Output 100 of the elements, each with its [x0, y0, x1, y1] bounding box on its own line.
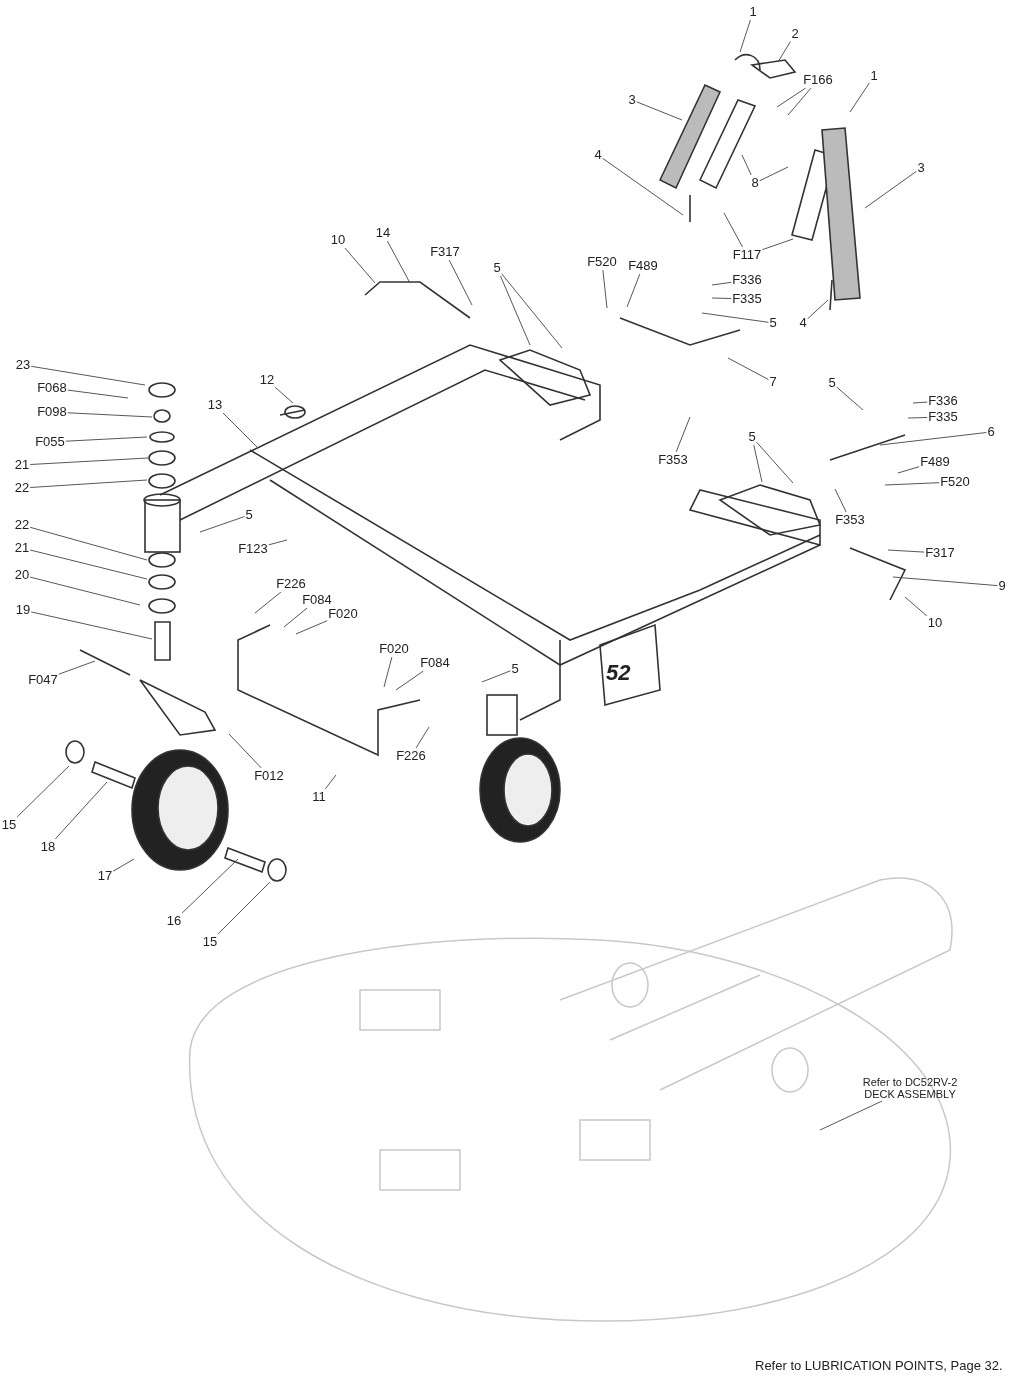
- leader-line: [16, 765, 70, 818]
- callout-number: F335: [732, 291, 762, 307]
- callout-number: 6: [987, 424, 995, 440]
- callout-number: 15: [202, 934, 218, 950]
- callout-number: 16: [166, 913, 182, 929]
- leader-line: [756, 441, 794, 484]
- leader-line: [819, 1100, 883, 1131]
- callout-number: F317: [430, 244, 460, 260]
- leader-line: [29, 549, 148, 580]
- callout-number: F336: [732, 272, 762, 288]
- leader-line: [58, 660, 96, 675]
- leader-line: [199, 516, 245, 533]
- callout-number: F520: [587, 254, 617, 270]
- callout-number: 5: [245, 507, 253, 523]
- callout-number: 3: [917, 160, 925, 176]
- leader-line: [30, 365, 146, 386]
- callout-number: 18: [40, 839, 56, 855]
- callout-number: 5: [769, 315, 777, 331]
- callout-number: 2: [791, 26, 799, 42]
- callout-number: 8: [751, 175, 759, 191]
- callout-number: 3: [628, 92, 636, 108]
- leader-line: [344, 247, 376, 284]
- leader-line: [481, 670, 511, 683]
- leader-line: [807, 299, 829, 320]
- leader-line: [254, 591, 282, 614]
- callout-number: 7: [769, 374, 777, 390]
- leader-line: [448, 259, 473, 306]
- callout-number: 12: [259, 372, 275, 388]
- callout-number: F068: [37, 380, 67, 396]
- leader-line: [602, 157, 684, 216]
- callout-number: F489: [920, 454, 950, 470]
- leader-line: [907, 417, 928, 419]
- leader-line: [776, 87, 807, 108]
- callout-number: F520: [940, 474, 970, 490]
- callout-number: 5: [828, 375, 836, 391]
- callout-number: 5: [511, 661, 519, 677]
- callout-number: F098: [37, 404, 67, 420]
- leader-line: [761, 238, 794, 251]
- leader-line: [701, 312, 769, 323]
- callout-number: 13: [207, 397, 223, 413]
- reference-note: Refer to LUBRICATION POINTS, Page 32.: [755, 1358, 1003, 1373]
- leader-line: [912, 401, 928, 404]
- leader-line: [741, 154, 752, 176]
- callout-number: 21: [14, 540, 30, 556]
- callout-number: F226: [396, 748, 426, 764]
- leader-line: [395, 670, 424, 691]
- leader-line: [897, 466, 920, 474]
- callout-number: F166: [803, 72, 833, 88]
- callout-number: F226: [276, 576, 306, 592]
- leader-line: [500, 275, 531, 346]
- callout-number: 19: [15, 602, 31, 618]
- callout-number: 17: [97, 868, 113, 884]
- leader-line: [836, 386, 864, 411]
- leader-line: [67, 389, 129, 399]
- callout-number: F084: [302, 592, 332, 608]
- leader-line: [415, 726, 430, 749]
- leader-line: [887, 549, 925, 553]
- callout-number: F123: [238, 541, 268, 557]
- callout-number: 4: [799, 315, 807, 331]
- callout-number: 22: [14, 517, 30, 533]
- leader-line: [181, 858, 239, 914]
- leader-line: [787, 87, 812, 116]
- callout-number: F047: [28, 672, 58, 688]
- leader-line: [834, 488, 847, 513]
- callout-number: 14: [375, 225, 391, 241]
- callout-number: F117: [732, 247, 762, 263]
- callout-number: 20: [14, 567, 30, 583]
- leader-line: [54, 781, 108, 840]
- callout-number: F336: [928, 393, 958, 409]
- leader-line: [892, 576, 998, 587]
- leader-line: [30, 611, 153, 640]
- leader-line: [29, 457, 149, 465]
- callout-number: 5: [493, 260, 501, 276]
- leader-line: [29, 576, 141, 606]
- leader-line: [753, 444, 763, 483]
- callout-number: 1: [749, 4, 757, 20]
- callout-number: F353: [658, 452, 688, 468]
- leader-line: [67, 412, 153, 418]
- leader-line: [884, 482, 940, 486]
- leader-line: [636, 101, 683, 121]
- callout-number: F317: [925, 545, 955, 561]
- leader-line: [777, 41, 791, 63]
- leader-line: [723, 212, 743, 248]
- leader-line: [29, 479, 148, 488]
- leader-line: [112, 858, 135, 872]
- callout-number: 10: [927, 615, 943, 631]
- callout-number: 4: [594, 147, 602, 163]
- leader-line: [849, 82, 870, 113]
- callout-number: F012: [254, 768, 284, 784]
- callout-number: 23: [15, 357, 31, 373]
- leader-line: [501, 273, 563, 349]
- leader-line: [383, 656, 393, 688]
- callout-number: 21: [14, 457, 30, 473]
- leader-line: [904, 596, 928, 617]
- leader-line: [222, 412, 258, 448]
- leader-line: [711, 297, 732, 299]
- leader-line: [626, 273, 641, 308]
- callout-number: F353: [835, 512, 865, 528]
- callout-number: 5: [748, 429, 756, 445]
- leader-line: [295, 620, 328, 635]
